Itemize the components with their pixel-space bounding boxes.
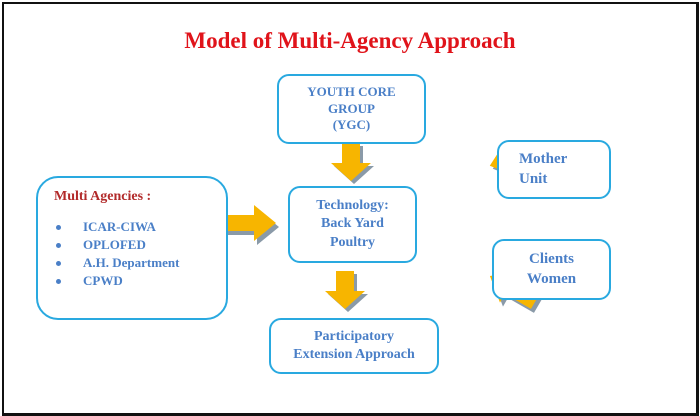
ygc-line: (YGC) xyxy=(332,117,371,133)
ygc-line: YOUTH CORE xyxy=(307,83,396,99)
multi-agencies-box: Multi Agencies : ICAR-CIWA OPLOFED A.H. … xyxy=(36,176,228,320)
agency-name: CPWD xyxy=(83,273,123,289)
agency-name: OPLOFED xyxy=(83,237,146,253)
agency-list-item: CPWD xyxy=(54,272,179,290)
bullet-icon xyxy=(56,242,61,248)
technology-line: Poultry xyxy=(329,234,376,250)
diagram-title: Model of Multi-Agency Approach xyxy=(184,28,516,53)
agency-list-item: A.H. Department xyxy=(54,254,179,272)
arrow-right-icon xyxy=(224,205,279,245)
agency-name: A.H. Department xyxy=(83,255,180,271)
bullet-icon xyxy=(56,278,61,284)
ygc-line: GROUP xyxy=(328,100,375,116)
bullet-icon xyxy=(56,260,61,266)
arrow-down-icon xyxy=(325,271,368,312)
agency-list: ICAR-CIWA OPLOFED A.H. Department CPWD xyxy=(54,218,179,290)
arrow-down-icon xyxy=(331,143,374,184)
clients-women-line: Clients xyxy=(529,251,574,267)
multi-agencies-heading: Multi Agencies : xyxy=(54,189,152,204)
technology-line: Technology: xyxy=(316,198,389,214)
participatory-line: Extension Approach xyxy=(293,347,415,362)
technology-line: Back Yard xyxy=(321,216,384,232)
participatory-extension-box: Participatory Extension Approach xyxy=(269,318,439,374)
participatory-line: Participatory xyxy=(313,328,395,344)
mother-unit-line: Mother xyxy=(519,151,568,167)
technology-box: Technology: Back Yard Poultry xyxy=(288,186,417,263)
mother-unit-box: Mother Unit xyxy=(497,140,611,199)
agency-list-item: OPLOFED xyxy=(54,236,179,254)
agency-list-item: ICAR-CIWA xyxy=(54,218,179,236)
agency-name: ICAR-CIWA xyxy=(83,219,156,235)
mother-unit-line: Unit xyxy=(519,170,548,187)
clients-women-line: Women xyxy=(526,270,577,287)
youth-core-group-box: YOUTH CORE GROUP (YGC) xyxy=(277,74,426,144)
clients-women-box: Clients Women xyxy=(492,239,611,300)
bullet-icon xyxy=(56,224,61,230)
